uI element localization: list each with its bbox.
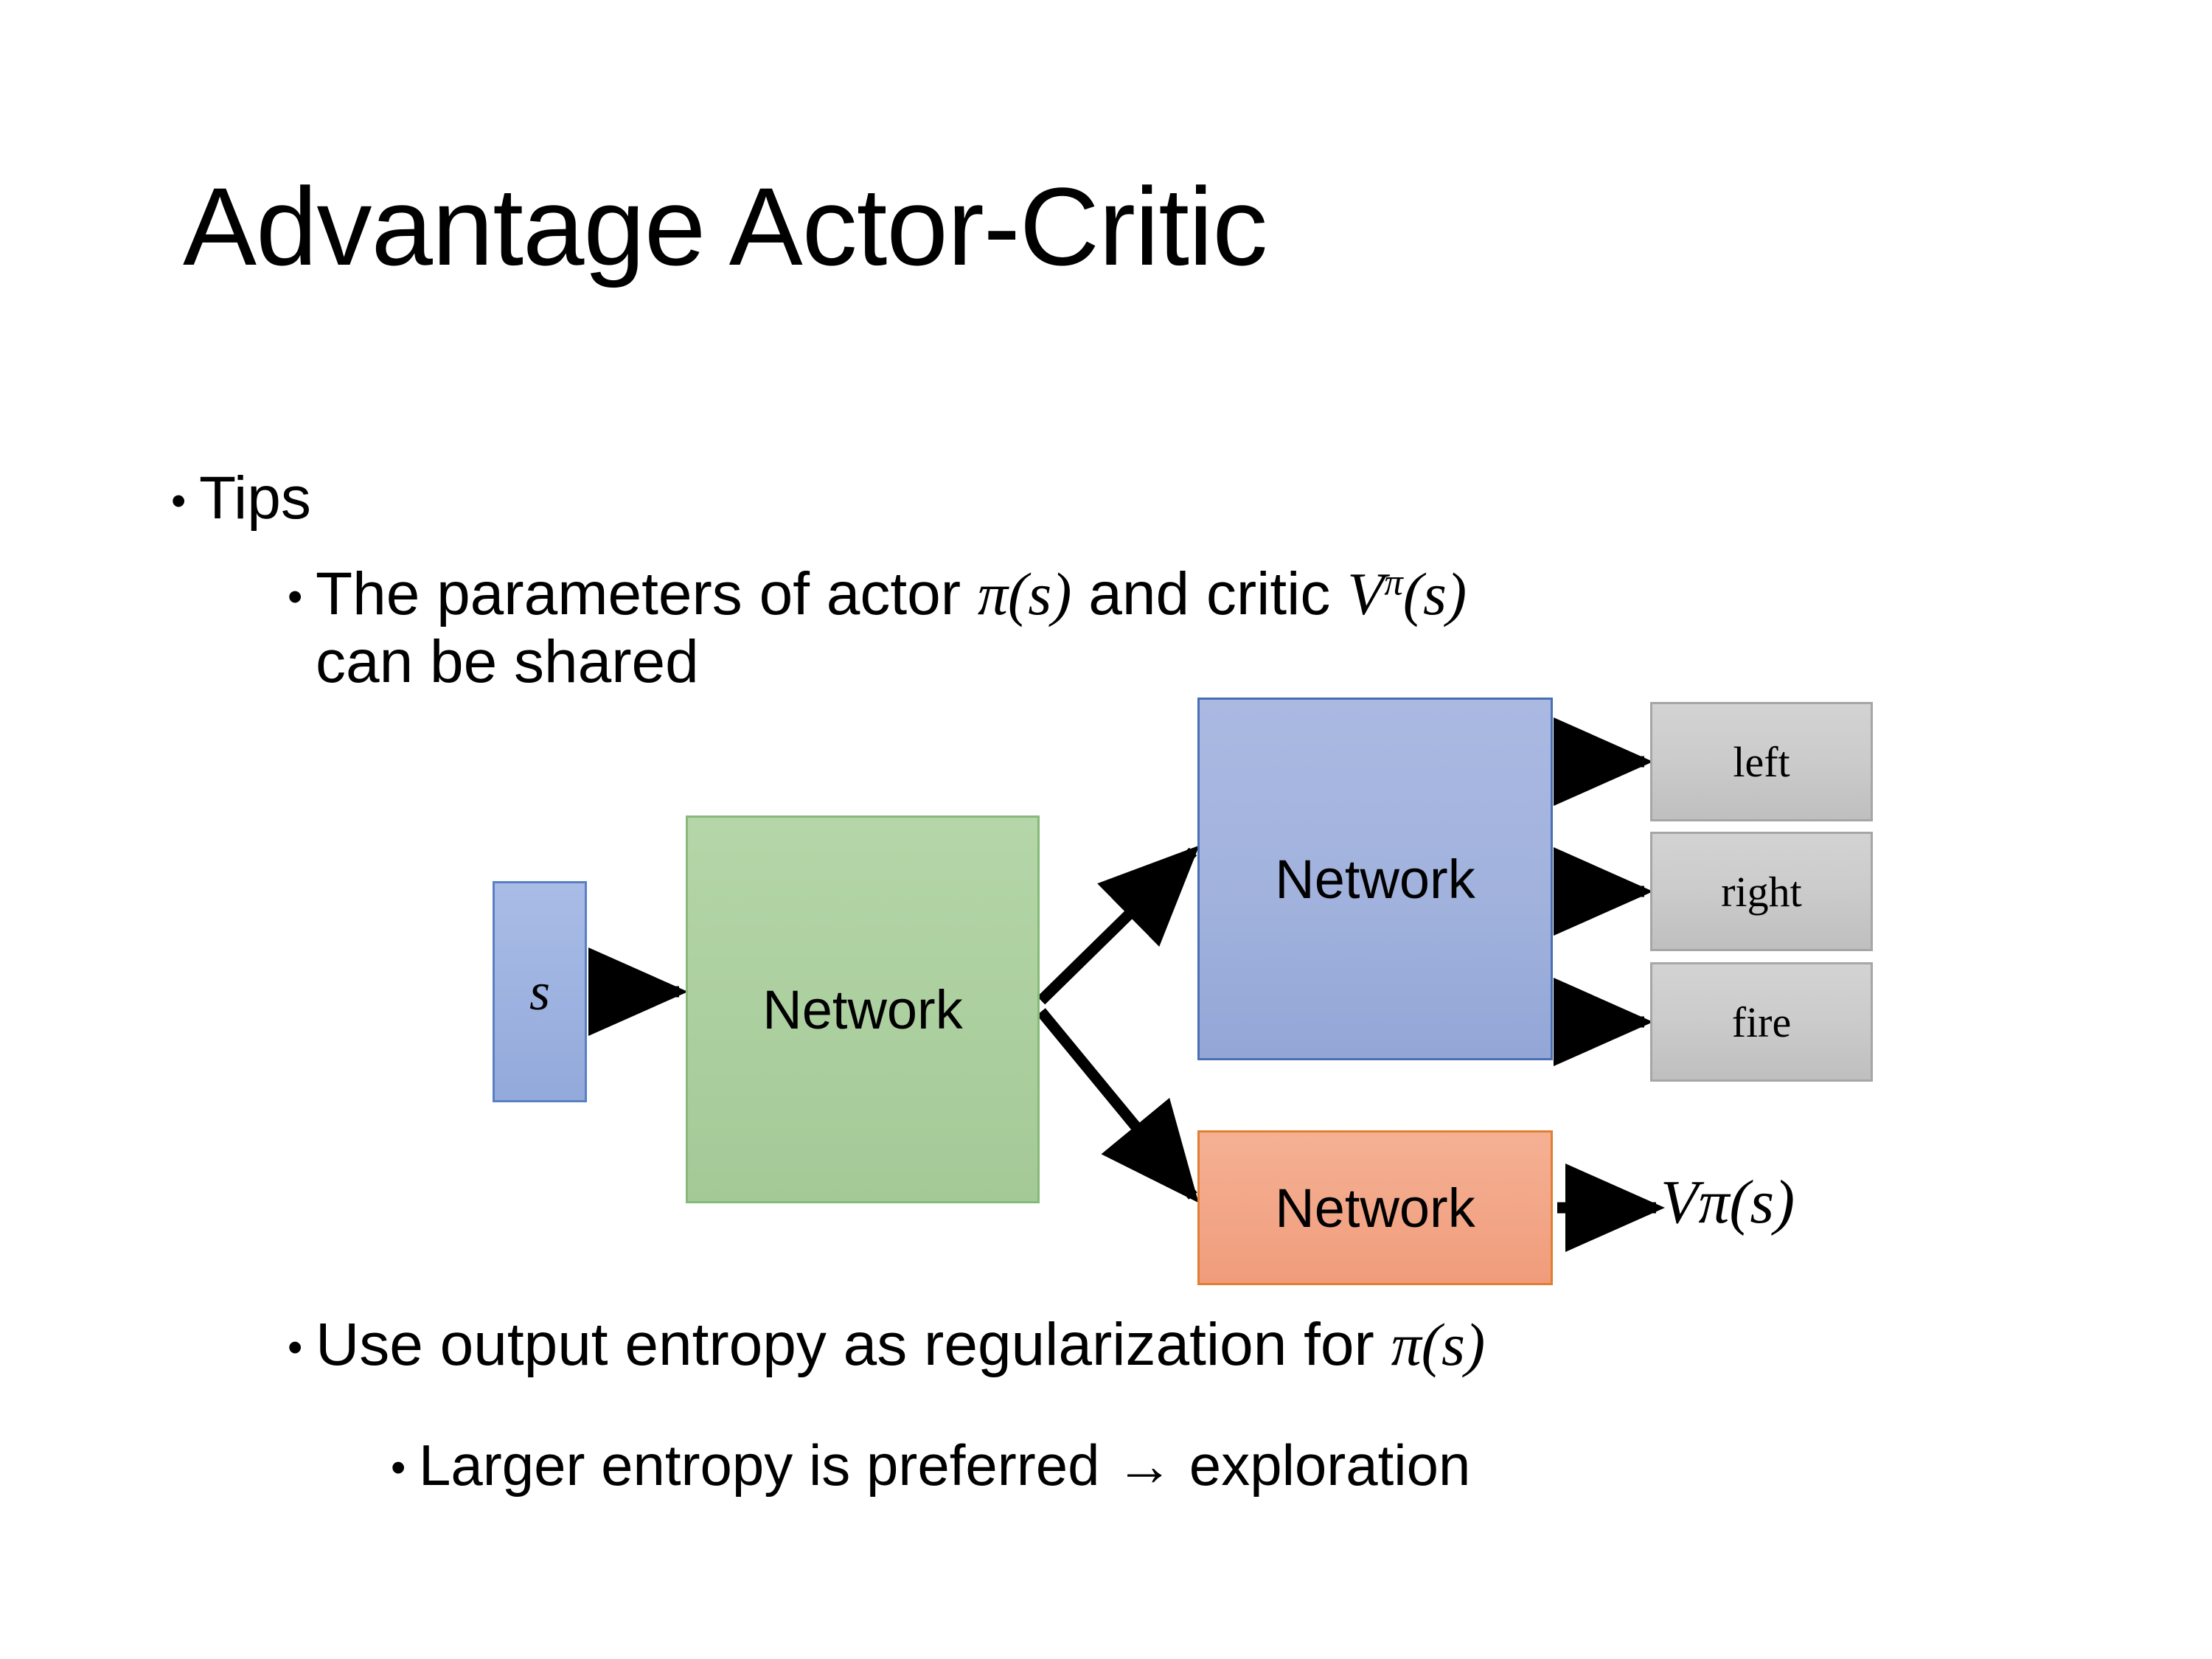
critic-network-label: Network: [1275, 1177, 1475, 1239]
critic-v-symbol: V: [1660, 1168, 1699, 1237]
action-output-right-label: right: [1721, 867, 1802, 916]
arrow-shared-to-critic: [1037, 1008, 1199, 1203]
v-symbol: V: [1347, 560, 1385, 627]
bullet-tips: •Tips: [171, 465, 1056, 532]
shared-network-label: Network: [762, 978, 963, 1040]
bullet-parameters-shared: • The parameters of actor π(s) and critic…: [288, 560, 2101, 696]
bullet-marker-icon: •: [288, 1323, 303, 1371]
action-output-fire: fire: [1650, 962, 1873, 1082]
arrow-shared-to-actor: [1037, 845, 1200, 1005]
params-text-before: The parameters of actor: [316, 560, 978, 627]
pi-of-s-math: π(s): [1391, 1311, 1486, 1378]
v-pi-of-s-math: Vπ(s): [1347, 560, 1467, 627]
diagram-node-shared-network: Network: [686, 815, 1040, 1203]
action-output-right: right: [1650, 832, 1873, 951]
bullet-tips-label: Tips: [199, 465, 311, 532]
bullet-marker-icon: •: [391, 1443, 406, 1492]
actor-network-label: Network: [1275, 848, 1475, 910]
critic-v-superscript-pi: π: [1698, 1168, 1730, 1237]
params-text-after: can be shared: [316, 627, 699, 695]
critic-output-value-label: Vπ(s): [1660, 1166, 1795, 1238]
pi-of-s-math: π(s): [977, 560, 1072, 627]
state-input-label: s: [529, 961, 551, 1021]
page-title: Advantage Actor-Critic: [183, 164, 1267, 288]
larger-entropy-label: Larger entropy is preferred → exploratio…: [419, 1433, 1471, 1498]
critic-v-argument: (s): [1729, 1168, 1795, 1237]
bullet-parameters-shared-body: The parameters of actor π(s) and critic …: [316, 560, 2096, 696]
diagram-node-critic-network: Network: [1197, 1130, 1553, 1285]
diagram-node-state-input: s: [493, 881, 587, 1102]
action-output-left: left: [1650, 702, 1873, 821]
diagram-node-actor-network: Network: [1197, 698, 1553, 1060]
bullet-entropy-regularization: • Use output entropy as regularization fo…: [288, 1311, 2131, 1379]
v-argument: (s): [1402, 560, 1467, 627]
bullet-larger-entropy: • Larger entropy is preferred → explorati…: [391, 1433, 2160, 1498]
entropy-text-before: Use output entropy as regularization for: [316, 1311, 1391, 1378]
bullet-marker-icon: •: [171, 476, 187, 525]
action-output-fire-label: fire: [1731, 998, 1792, 1046]
params-text-middle: and critic: [1071, 560, 1348, 627]
bullet-marker-icon: •: [288, 572, 303, 621]
v-superscript-pi: π: [1384, 561, 1403, 603]
action-output-left-label: left: [1733, 737, 1790, 786]
